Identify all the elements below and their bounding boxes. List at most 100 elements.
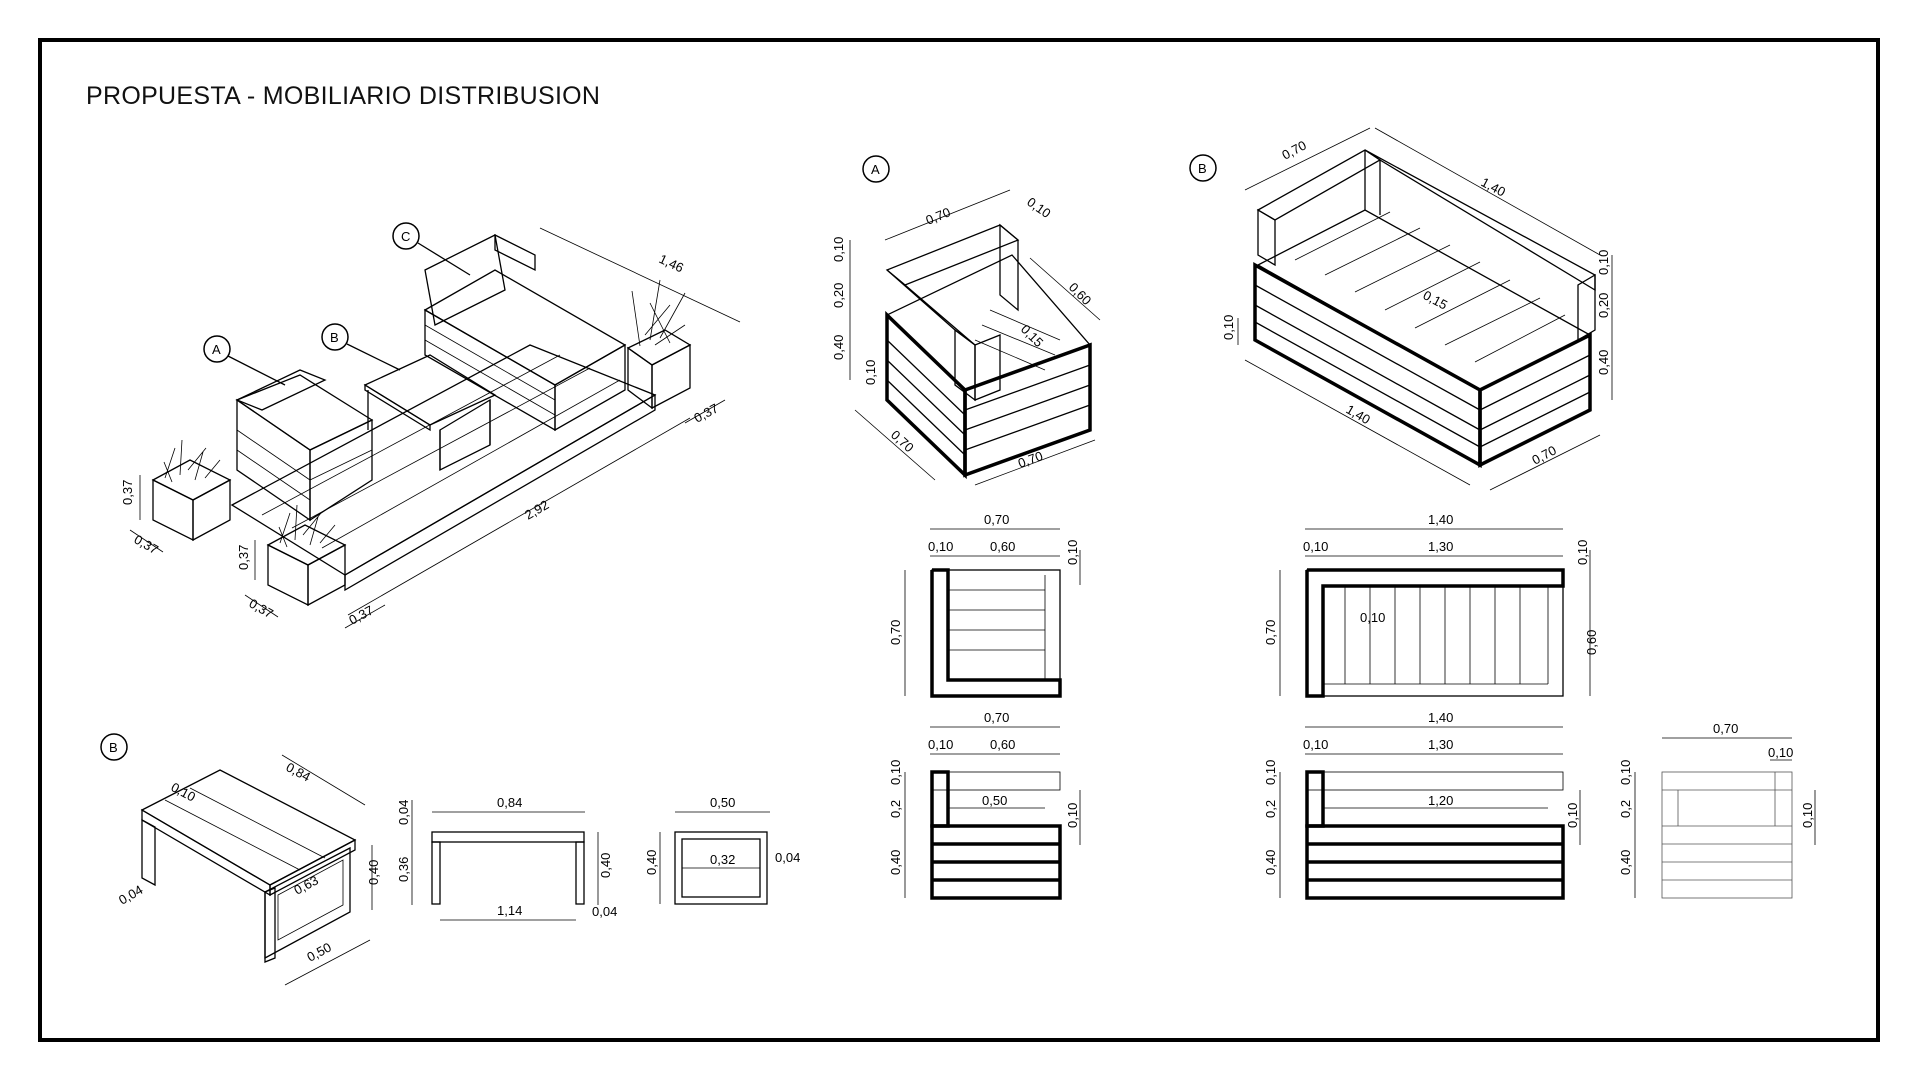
sofa-c-overview — [423, 233, 627, 432]
dim-tbl-elev-0-04: 0,04 — [396, 800, 411, 825]
dim-plan-a-0-60: 0,60 — [990, 539, 1015, 554]
dim-tbl-side-0-50: 0,50 — [710, 795, 735, 810]
dim-side-b-0-70: 0,70 — [1713, 721, 1738, 736]
dim-a-iso-0-15: 0,15 — [1018, 322, 1047, 351]
dim-table-0-50: 0,50 — [304, 940, 333, 965]
dim-plan-b-0-60-right: 0,60 — [1584, 630, 1599, 655]
label-b-iso: B — [1198, 161, 1207, 176]
dim-0-37-back: 0,37 — [691, 401, 720, 426]
label-b-table: B — [109, 740, 118, 755]
dim-elev-a-0-2: 0,2 — [888, 800, 903, 818]
plant-icon — [278, 504, 336, 548]
dim-0-37-left-w: 0,37 — [132, 532, 161, 558]
dim-elev-a-0-10-right: 0,10 — [1065, 803, 1080, 828]
sofa-b-elevation: 1,40 0,10 1,30 1,20 0,10 0,2 0,40 0,10 — [1263, 710, 1581, 900]
dim-a-iso-0-70-left: 0,70 — [888, 427, 917, 455]
label-a-iso-circle — [862, 155, 890, 183]
plan-b-frame — [1305, 568, 1565, 698]
dim-tbl-side-0-40: 0,40 — [644, 850, 659, 875]
planter-front — [266, 504, 347, 607]
deck-platform — [230, 344, 657, 576]
dim-elev-a-0-10: 0,10 — [928, 737, 953, 752]
dim-elev-b-0-10-left: 0,10 — [1263, 760, 1278, 785]
dim-side-b-0-10-left: 0,10 — [1618, 760, 1633, 785]
dim-plan-a-0-10-right: 0,10 — [1065, 540, 1080, 565]
dim-side-b-0-2: 0,2 — [1618, 800, 1633, 818]
dim-side-b-0-10-top: 0,10 — [1768, 745, 1793, 760]
dim-b-iso-0-40-right: 0,40 — [1596, 350, 1611, 375]
dim-plan-a-0-70: 0,70 — [984, 512, 1009, 527]
dim-b-iso-1-40-top: 1,40 — [1479, 174, 1508, 199]
sofa-front-face — [1253, 262, 1482, 468]
dim-b-iso-0-10-left: 0,10 — [1221, 315, 1236, 340]
dim-tbl-elev-1-14: 1,14 — [497, 903, 522, 918]
table-b-overview — [363, 354, 497, 472]
dim-a-iso-0-60: 0,60 — [1066, 280, 1095, 309]
dim-elev-b-1-30: 1,30 — [1428, 737, 1453, 752]
dim-side-b-0-40: 0,40 — [1618, 850, 1633, 875]
dim-b-iso-0-20-right: 0,20 — [1596, 293, 1611, 318]
dim-plan-a-0-70-left: 0,70 — [888, 620, 903, 645]
dim-tbl-elev-0-04b: 0,04 — [592, 904, 617, 919]
planter-left — [151, 439, 232, 542]
dim-a-iso-0-10-left: 0,10 — [831, 237, 846, 262]
armchair-front-face — [885, 310, 967, 480]
label-a-iso: A — [871, 162, 880, 177]
dim-elev-a-0-10-left: 0,10 — [888, 760, 903, 785]
dim-plan-b-0-10-inner: 0,10 — [1360, 610, 1385, 625]
dim-0-37-front-h: 0,37 — [236, 545, 251, 570]
overview-isometric: A B C 1,46 0,37 2,92 0,37 0,37 0,37 0,37… — [120, 222, 741, 629]
dim-tbl-elev-0-36: 0,36 — [396, 857, 411, 882]
dim-tbl-elev-0-40: 0,40 — [598, 853, 613, 878]
sofa-b-side-view: 0,70 0,10 0,10 0,2 0,40 0,10 — [1618, 721, 1816, 899]
dim-b-iso-0-70-bottom: 0,70 — [1529, 443, 1558, 468]
dim-side-b-0-10-right: 0,10 — [1800, 803, 1815, 828]
dim-0-37-left-h: 0,37 — [120, 480, 135, 505]
label-a: A — [212, 342, 221, 357]
page-title: PROPUESTA - MOBILIARIO DISTRIBUSION — [86, 82, 601, 110]
dim-tbl-side-0-04: 0,04 — [775, 850, 800, 865]
dim-a-iso-0-10-low: 0,10 — [863, 360, 878, 385]
dim-elev-a-0-50: 0,50 — [982, 793, 1007, 808]
armchair-a-elevation: 0,70 0,10 0,60 0,50 0,10 0,2 0,40 0,10 — [888, 710, 1081, 900]
dim-plan-b-0-10-right: 0,10 — [1575, 540, 1590, 565]
drawing-frame — [38, 38, 1880, 1042]
label-c-circle — [392, 222, 420, 250]
dim-1-46: 1,46 — [657, 251, 686, 275]
dim-elev-b-0-2: 0,2 — [1263, 800, 1278, 818]
dim-b-iso-1-40-bottom: 1,40 — [1344, 402, 1373, 428]
dim-plan-b-1-40: 1,40 — [1428, 512, 1453, 527]
table-side-view: 0,50 0,32 0,40 0,04 — [644, 795, 800, 905]
dim-0-37-front-w: 0,37 — [247, 596, 276, 622]
label-b: B — [330, 330, 339, 345]
dim-a-iso-0-70-right: 0,70 — [1016, 448, 1045, 471]
dim-b-iso-0-10-right: 0,10 — [1596, 250, 1611, 275]
label-b-iso-circle — [1189, 154, 1217, 182]
armchair-a-overview — [235, 369, 374, 522]
label-c: C — [401, 229, 410, 244]
dim-elev-a-0-40: 0,40 — [888, 850, 903, 875]
table-elevation: 0,84 0,04 0,36 0,40 1,14 0,04 — [396, 795, 617, 921]
dim-elev-a-0-70: 0,70 — [984, 710, 1009, 725]
dim-b-iso-0-70: 0,70 — [1279, 138, 1308, 163]
dim-plan-b-0-70-left: 0,70 — [1263, 620, 1278, 645]
label-b-circle — [321, 323, 349, 351]
dim-a-iso-0-40: 0,40 — [831, 335, 846, 360]
dim-elev-b-0-10: 0,10 — [1303, 737, 1328, 752]
dim-table-0-04: 0,04 — [116, 882, 145, 908]
dim-table-0-84: 0,84 — [284, 759, 313, 784]
sofa-b-plan: 1,40 0,10 1,30 0,10 0,10 0,60 0,70 — [1263, 512, 1599, 698]
label-b-table-circle — [100, 733, 128, 761]
dim-tbl-side-0-32: 0,32 — [710, 852, 735, 867]
dim-b-iso-0-15: 0,15 — [1421, 287, 1450, 312]
dim-plan-b-0-10: 0,10 — [1303, 539, 1328, 554]
dim-elev-b-1-20: 1,20 — [1428, 793, 1453, 808]
dim-elev-b-0-40: 0,40 — [1263, 850, 1278, 875]
dim-0-37-front-d: 0,37 — [346, 603, 375, 628]
armchair-a-isometric: A 0,70 0,10 0,60 0,15 0,10 0,20 0,40 0,1… — [831, 155, 1101, 486]
dim-table-0-40: 0,40 — [366, 860, 381, 885]
dim-a-iso-0-20: 0,20 — [831, 283, 846, 308]
dim-elev-b-1-40: 1,40 — [1428, 710, 1453, 725]
dim-elev-b-0-10-right: 0,10 — [1565, 803, 1580, 828]
